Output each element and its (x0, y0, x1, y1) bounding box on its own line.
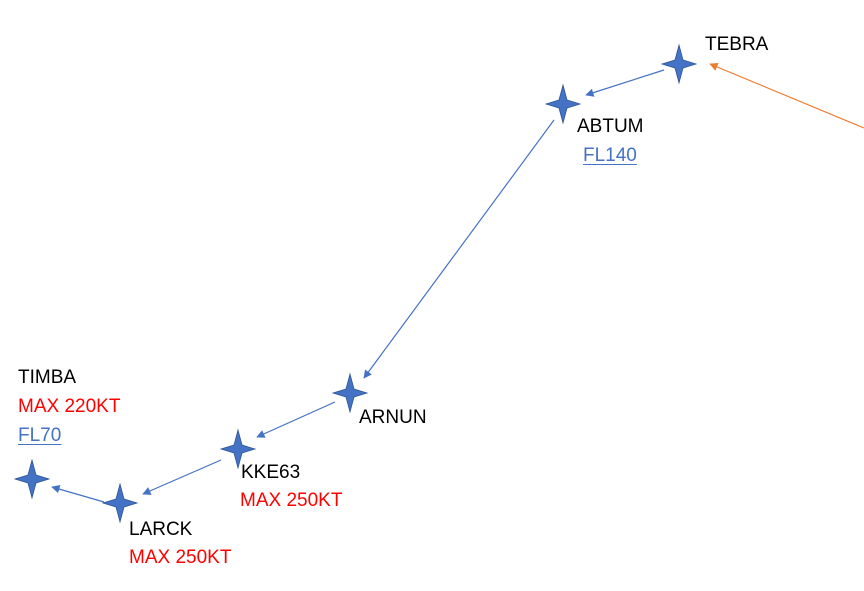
waypoint-tebra-icon (660, 43, 698, 85)
waypoint-kke63-speed: MAX 250KT (240, 490, 343, 511)
waypoint-timba-name: TIMBA (18, 367, 77, 388)
waypoint-larck-icon (101, 482, 139, 524)
leg-larck-timba (51, 485, 105, 503)
waypoint-timba-icon (13, 458, 51, 500)
waypoint-arnun-icon (331, 372, 369, 414)
leg-abtum-arnun (363, 119, 555, 379)
waypoint-tebra-name: TEBRA (705, 34, 769, 55)
waypoint-kke63-icon (219, 428, 257, 470)
waypoint-timba-altitude: FL70 (18, 425, 62, 446)
waypoint-kke63-name: KKE63 (241, 462, 301, 483)
leg-kke63-larck (142, 459, 222, 495)
leg-arnun-kke63 (256, 401, 336, 438)
waypoint-larck-speed: MAX 250KT (129, 547, 232, 568)
waypoint-abtum-altitude: FL140 (583, 145, 637, 166)
waypoint-larck-name: LARCK (129, 519, 193, 540)
waypoint-arnun-name: ARNUN (359, 407, 427, 428)
waypoint-abtum-name: ABTUM (577, 116, 644, 137)
leg-tebra-abtum (585, 69, 665, 97)
waypoint-timba-speed: MAX 220KT (18, 396, 121, 417)
waypoint-abtum-icon (544, 83, 582, 125)
inbound-leg-to-tebra (709, 63, 864, 129)
